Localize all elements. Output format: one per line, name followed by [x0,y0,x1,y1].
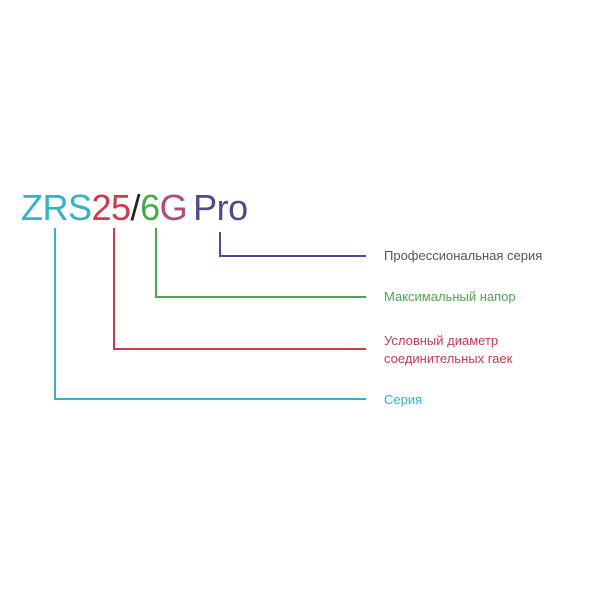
connector-pro-vertical [219,232,221,257]
connector-series-vertical [54,228,56,400]
model-diameter: 25 [91,187,132,228]
model-head: 6 [140,187,160,228]
connector-diameter-horizontal [113,348,366,350]
connector-diameter-vertical [113,228,115,350]
model-pro: Pro [193,187,248,228]
connector-pro-horizontal [219,255,366,257]
label-nut-diameter-line1: Условный диаметр [384,333,499,348]
connector-series-horizontal [54,398,366,400]
model-g: G [159,187,188,228]
label-max-head: Максимальный напор [384,289,516,304]
label-professional-series: Профессиональная серия [384,248,543,263]
model-slash: / [130,187,141,228]
connector-head-horizontal [155,296,366,298]
connector-head-vertical [155,228,157,298]
label-nut-diameter-line2: соединительных гаек [384,351,513,366]
model-series: ZRS [21,187,92,228]
label-series: Серия [384,392,423,407]
